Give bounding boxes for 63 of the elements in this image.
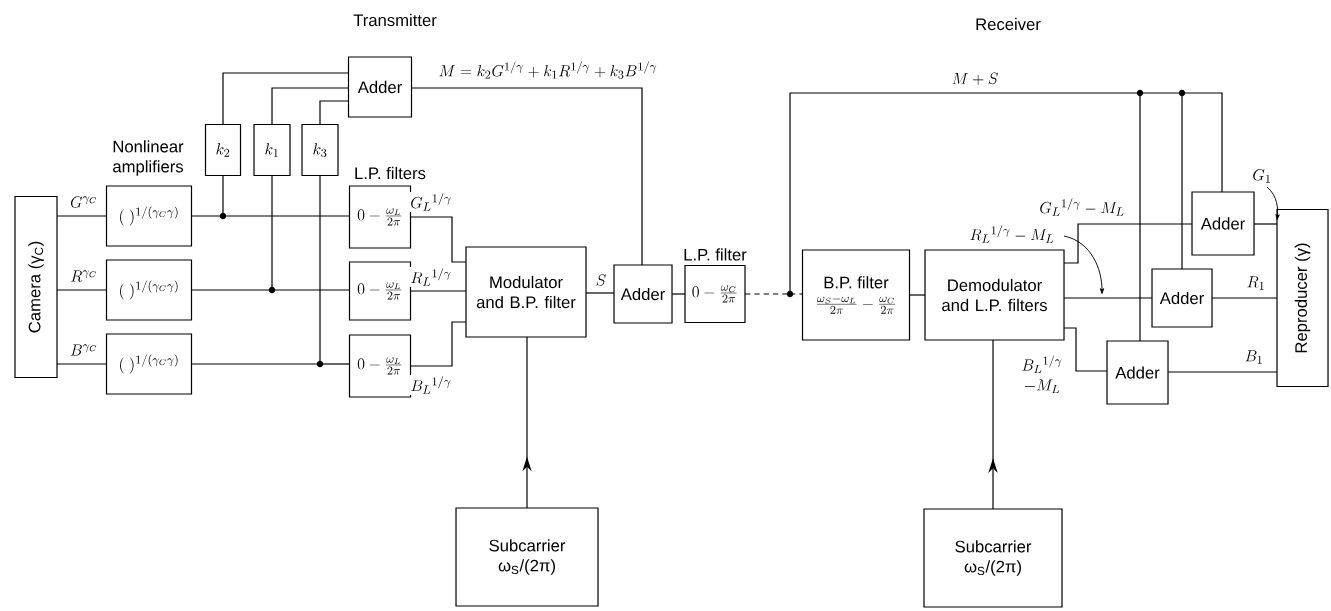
amplifier-box: $(\;)^{1/(\gamma_C\gamma)}$	[105, 185, 193, 247]
adder-box: Adder	[1151, 268, 1213, 328]
connector-line	[671, 293, 686, 295]
connector-line	[410, 87, 643, 266]
filter-box: B.P. filter $\frac{\omega_S-\omega_L}{2\pi}-\frac{\omega_C}{2\pi}$	[801, 249, 911, 341]
edge-label: $B^{\gamma_C}$	[68, 343, 100, 357]
demodulator-box: Demodulator and L.P. filters	[924, 249, 1065, 341]
adder-box: Adder	[347, 56, 413, 118]
edge-label: $R^{\gamma_C}$	[69, 269, 100, 283]
connector-line	[56, 363, 108, 365]
adder-box: Adder	[1106, 340, 1169, 405]
node-label: L.P. filter	[684, 248, 747, 261]
reproducer-box: Reproducer (γ)	[1276, 208, 1329, 388]
group-label: Nonlinear amplifiers	[113, 140, 184, 176]
edge-label: $G_L{}^{1/\gamma}-M_L$	[1038, 196, 1126, 218]
edge-label: $\begin{array}{c}B_L{}^{1/\gamma}\\-M_L\end{array}$	[1013, 354, 1071, 398]
section-title: Transmitter	[353, 13, 437, 27]
connector-line	[585, 292, 615, 294]
connector-line	[1167, 371, 1278, 373]
edge-label: $M+S$	[950, 71, 1000, 87]
camera-box: Camera (γ$_{C}$)	[14, 195, 58, 379]
edge-label: $R_L{}^{1/\gamma}$	[409, 266, 453, 288]
edge-label: $B_L{}^{1/\gamma}$	[409, 374, 453, 396]
signal-label: $R_L{}^{1/\gamma}-M_L$	[960, 222, 1064, 246]
connector-line	[1063, 327, 1108, 372]
edge-label: $B_1$	[1243, 349, 1265, 365]
edge-label: $M=k_2G^{1/\gamma}+k_1R^{1/\gamma}+k_3B^{1/\gamma}$	[437, 60, 659, 80]
edge-label: $S$	[594, 273, 608, 287]
amplifier-box: $(\;)^{1/(\gamma_C\gamma)}$	[105, 259, 193, 321]
connector-line	[56, 289, 108, 291]
edge-label: $R_1$	[1245, 275, 1267, 291]
leader-line	[1063, 235, 1105, 294]
subcarrier-box: Subcarrier ω$_{S}$/(2π)	[923, 508, 1063, 608]
group-label: L.P. filters	[355, 166, 426, 180]
filter-box: $0-\frac{\omega_L}{2\pi}$	[348, 185, 412, 249]
filter-box: $0-\frac{\omega_L}{2\pi}$	[348, 334, 412, 398]
connector-line	[908, 294, 926, 296]
connector-line	[1211, 297, 1278, 299]
gain-box: $k_2$	[204, 123, 242, 177]
amplifier-box: $(\;)^{1/(\gamma_C\gamma)}$	[105, 333, 193, 395]
connector-line	[1063, 223, 1193, 264]
edge-label: $G^{\gamma_C}$	[68, 195, 100, 209]
connector-line	[271, 87, 350, 126]
signal-label: $G_1$	[1251, 165, 1273, 187]
adder-box: Adder	[613, 264, 673, 324]
modulator-box: Modulator and B.P. filter	[465, 246, 587, 338]
edge-label: $G_L{}^{1/\gamma}$	[408, 191, 454, 213]
connector-line	[409, 321, 467, 367]
adder-box: Adder	[1191, 191, 1255, 256]
filter-box: $0-\frac{\omega_L}{2\pi}$	[348, 261, 412, 321]
gain-box: $k_3$	[301, 123, 339, 177]
connector-line	[409, 290, 467, 292]
connector-line	[56, 215, 108, 217]
connector-line	[319, 100, 350, 126]
connector-line	[1063, 297, 1153, 299]
connector-line	[1253, 223, 1278, 225]
connector-line	[409, 216, 467, 263]
leader-line	[1266, 186, 1280, 220]
section-title: Receiver	[976, 17, 1041, 31]
connector-line	[222, 72, 350, 126]
subcarrier-box: Subcarrier ω$_{S}$/(2π)	[455, 507, 599, 607]
filter-box: L.P. filter $0-\frac{\omega_C}{2\pi}$	[684, 248, 747, 324]
gain-box: $k_1$	[253, 123, 291, 177]
